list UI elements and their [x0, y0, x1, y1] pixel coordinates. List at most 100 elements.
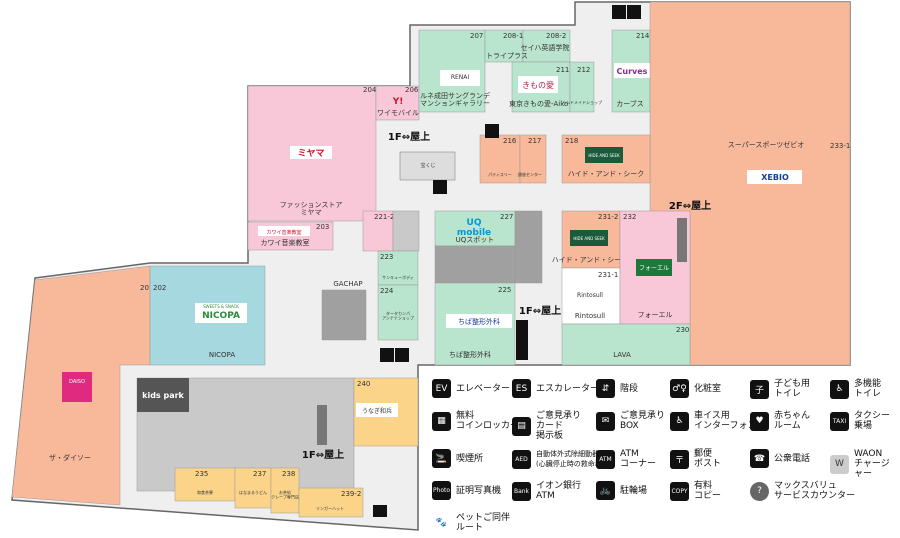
store-221-2-number: 221-2: [374, 213, 394, 221]
gachap-area[interactable]: [321, 289, 367, 341]
escalator-icon[interactable]: [317, 405, 327, 445]
store-238-number: 238: [282, 470, 295, 478]
miyama-logo: [290, 146, 332, 159]
wheelchair-interphone-icon: ♿: [670, 411, 689, 431]
store-216[interactable]: [479, 134, 521, 184]
legend-item: ⇵階段: [596, 379, 638, 398]
kawai-logo: [258, 226, 310, 236]
store-224-name: タータカンパアンテナショップ: [382, 310, 414, 320]
store-223[interactable]: [377, 250, 419, 286]
store-212[interactable]: [569, 61, 595, 113]
store-204-number: 204: [363, 86, 377, 94]
phone-icon: ☎: [750, 449, 769, 468]
unit-227-gray: [514, 210, 543, 284]
store-225-number: 225: [498, 286, 511, 294]
store-232-number: 232: [623, 213, 636, 221]
coin-locker-icon: ▦: [432, 411, 451, 431]
legend-item: ?マックスバリュ サービスカウンター: [750, 481, 855, 501]
escalator-icon[interactable]: [485, 124, 499, 138]
store-235[interactable]: [174, 467, 236, 502]
store-203-number: 203: [316, 223, 329, 231]
store-207-name: ルネ成田サングランデマンションギャラリー: [420, 91, 490, 108]
escalator-label-2: 2F⇔屋上: [669, 199, 711, 212]
store-211-number: 211: [556, 66, 569, 74]
store-221-2[interactable]: [362, 210, 394, 252]
store-223-number: 223: [380, 253, 393, 261]
legend-item: 🚲駐輪場: [596, 481, 647, 500]
kimono-logo: [518, 76, 558, 93]
store-227-number: 227: [500, 213, 513, 221]
store-216-number: 216: [503, 137, 517, 145]
fourl-logo: [636, 259, 672, 276]
store-204-name: ファッションストアミヤマ: [280, 201, 343, 217]
comment-box-icon: ✉: [596, 411, 615, 431]
store-239-2-name: リンガーハット: [316, 505, 344, 511]
store-218-name: ハイド・アンド・シーク: [568, 170, 645, 178]
restroom-icon[interactable]: [612, 5, 626, 19]
taxi-icon: TAXI: [830, 411, 849, 431]
store-230-number: 230: [676, 326, 689, 334]
daiso-logo-text: DAISO: [69, 379, 85, 385]
store-230[interactable]: [561, 323, 691, 366]
store-225-name: ちば整形外科: [449, 350, 491, 359]
elevator-icon[interactable]: [516, 320, 528, 360]
ticket-booth[interactable]: [399, 151, 456, 181]
store-208-1[interactable]: [484, 29, 524, 63]
kids-park-sign: [137, 378, 189, 412]
store-202-name: NICOPA: [209, 351, 235, 359]
escalator-icon: ES: [512, 379, 531, 398]
store-238-name: お茶処クレープ専門店: [271, 489, 299, 499]
kawai-logo-text: カワイ音楽教室: [266, 229, 301, 236]
kids-restroom-icon[interactable]: [380, 348, 394, 362]
store-214-name: カーブス: [616, 99, 644, 108]
elevator-icon: EV: [432, 379, 451, 398]
store-231-2-name: ハイド・アンド・シーク: [552, 256, 629, 264]
waon-icon: W: [830, 454, 849, 474]
store-224-number: 224: [380, 287, 394, 295]
service-counter-icon: ?: [750, 481, 769, 501]
store-239-2[interactable]: [298, 487, 364, 518]
store-231-1[interactable]: [561, 267, 621, 325]
pet-route-icon: 🐾: [435, 518, 448, 528]
pet-route-icon[interactable]: [395, 348, 409, 362]
store-227[interactable]: [434, 210, 516, 247]
store-233-1-name: スーパースポーツゼビオ: [728, 140, 804, 149]
legend-item: ☎公衆電話: [750, 449, 810, 468]
stairs-icon: ⇵: [596, 379, 615, 398]
store-214-number: 214: [636, 32, 650, 40]
escalator-icon[interactable]: [677, 218, 687, 262]
store-237-name: はなまるうどん: [239, 489, 267, 495]
store-237[interactable]: [234, 467, 272, 509]
store-206-name: ワイモバイル: [377, 109, 419, 117]
store-224[interactable]: [377, 284, 419, 341]
nicopa-logo-text: NICOPA: [202, 311, 240, 321]
multipurpose-restroom-icon[interactable]: [627, 5, 641, 19]
store-223-name: サンキューボディ: [382, 274, 414, 280]
smoking-icon: 🚬: [432, 449, 451, 468]
store-235-name: 和食茶寮: [197, 489, 213, 495]
miyama-logo-text: ミヤマ: [297, 148, 324, 159]
store-208-1-number: 208-1: [503, 32, 523, 40]
legend-item: 🐾ペットご同伴 ルート: [432, 513, 510, 533]
legend-item: ♿車イス用 インターフォン: [670, 411, 756, 431]
legend-item: ♂♀化粧室: [670, 379, 721, 398]
store-206[interactable]: [375, 85, 420, 121]
store-217[interactable]: [519, 134, 547, 184]
photo-booth-icon: Photo: [432, 481, 451, 500]
store-231-1-name: Rintosull: [575, 312, 605, 320]
store-211-name: 東京きもの愛-Aiko-: [509, 99, 571, 108]
store-237-number: 237: [253, 470, 266, 478]
copy-icon[interactable]: [433, 180, 447, 194]
nicopa-logo: [195, 303, 247, 323]
legend-item: ▤ご意見承り カード 掲示板: [512, 411, 581, 441]
smoking-icon[interactable]: [373, 505, 387, 517]
chiba-logo: [446, 314, 512, 328]
